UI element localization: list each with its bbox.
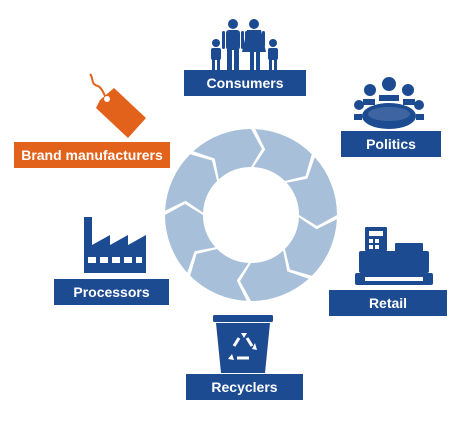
cycle-segment [190, 248, 249, 301]
family-icon [207, 18, 283, 72]
politics-label: Politics [341, 131, 441, 157]
brand-manufacturers-label: Brand manufacturers [14, 142, 170, 168]
processors-label: Processors [54, 279, 169, 305]
recyclers-label: Recyclers [186, 374, 303, 400]
cycle-segment [253, 129, 312, 182]
meeting-table-icon [354, 74, 424, 130]
cycle-segment [284, 217, 337, 276]
cycle-segment [286, 157, 337, 226]
cycle-segment [165, 154, 218, 213]
cycle-segment [193, 129, 262, 180]
cash-register-icon [355, 225, 433, 287]
factory-icon [82, 215, 146, 273]
retail-label: Retail [329, 290, 447, 316]
recycle-bin-icon [212, 314, 274, 374]
cycle-segment [165, 204, 216, 273]
cycle-segment [240, 250, 309, 301]
consumers-label: Consumers [184, 70, 306, 96]
price-tag-icon [84, 72, 150, 140]
